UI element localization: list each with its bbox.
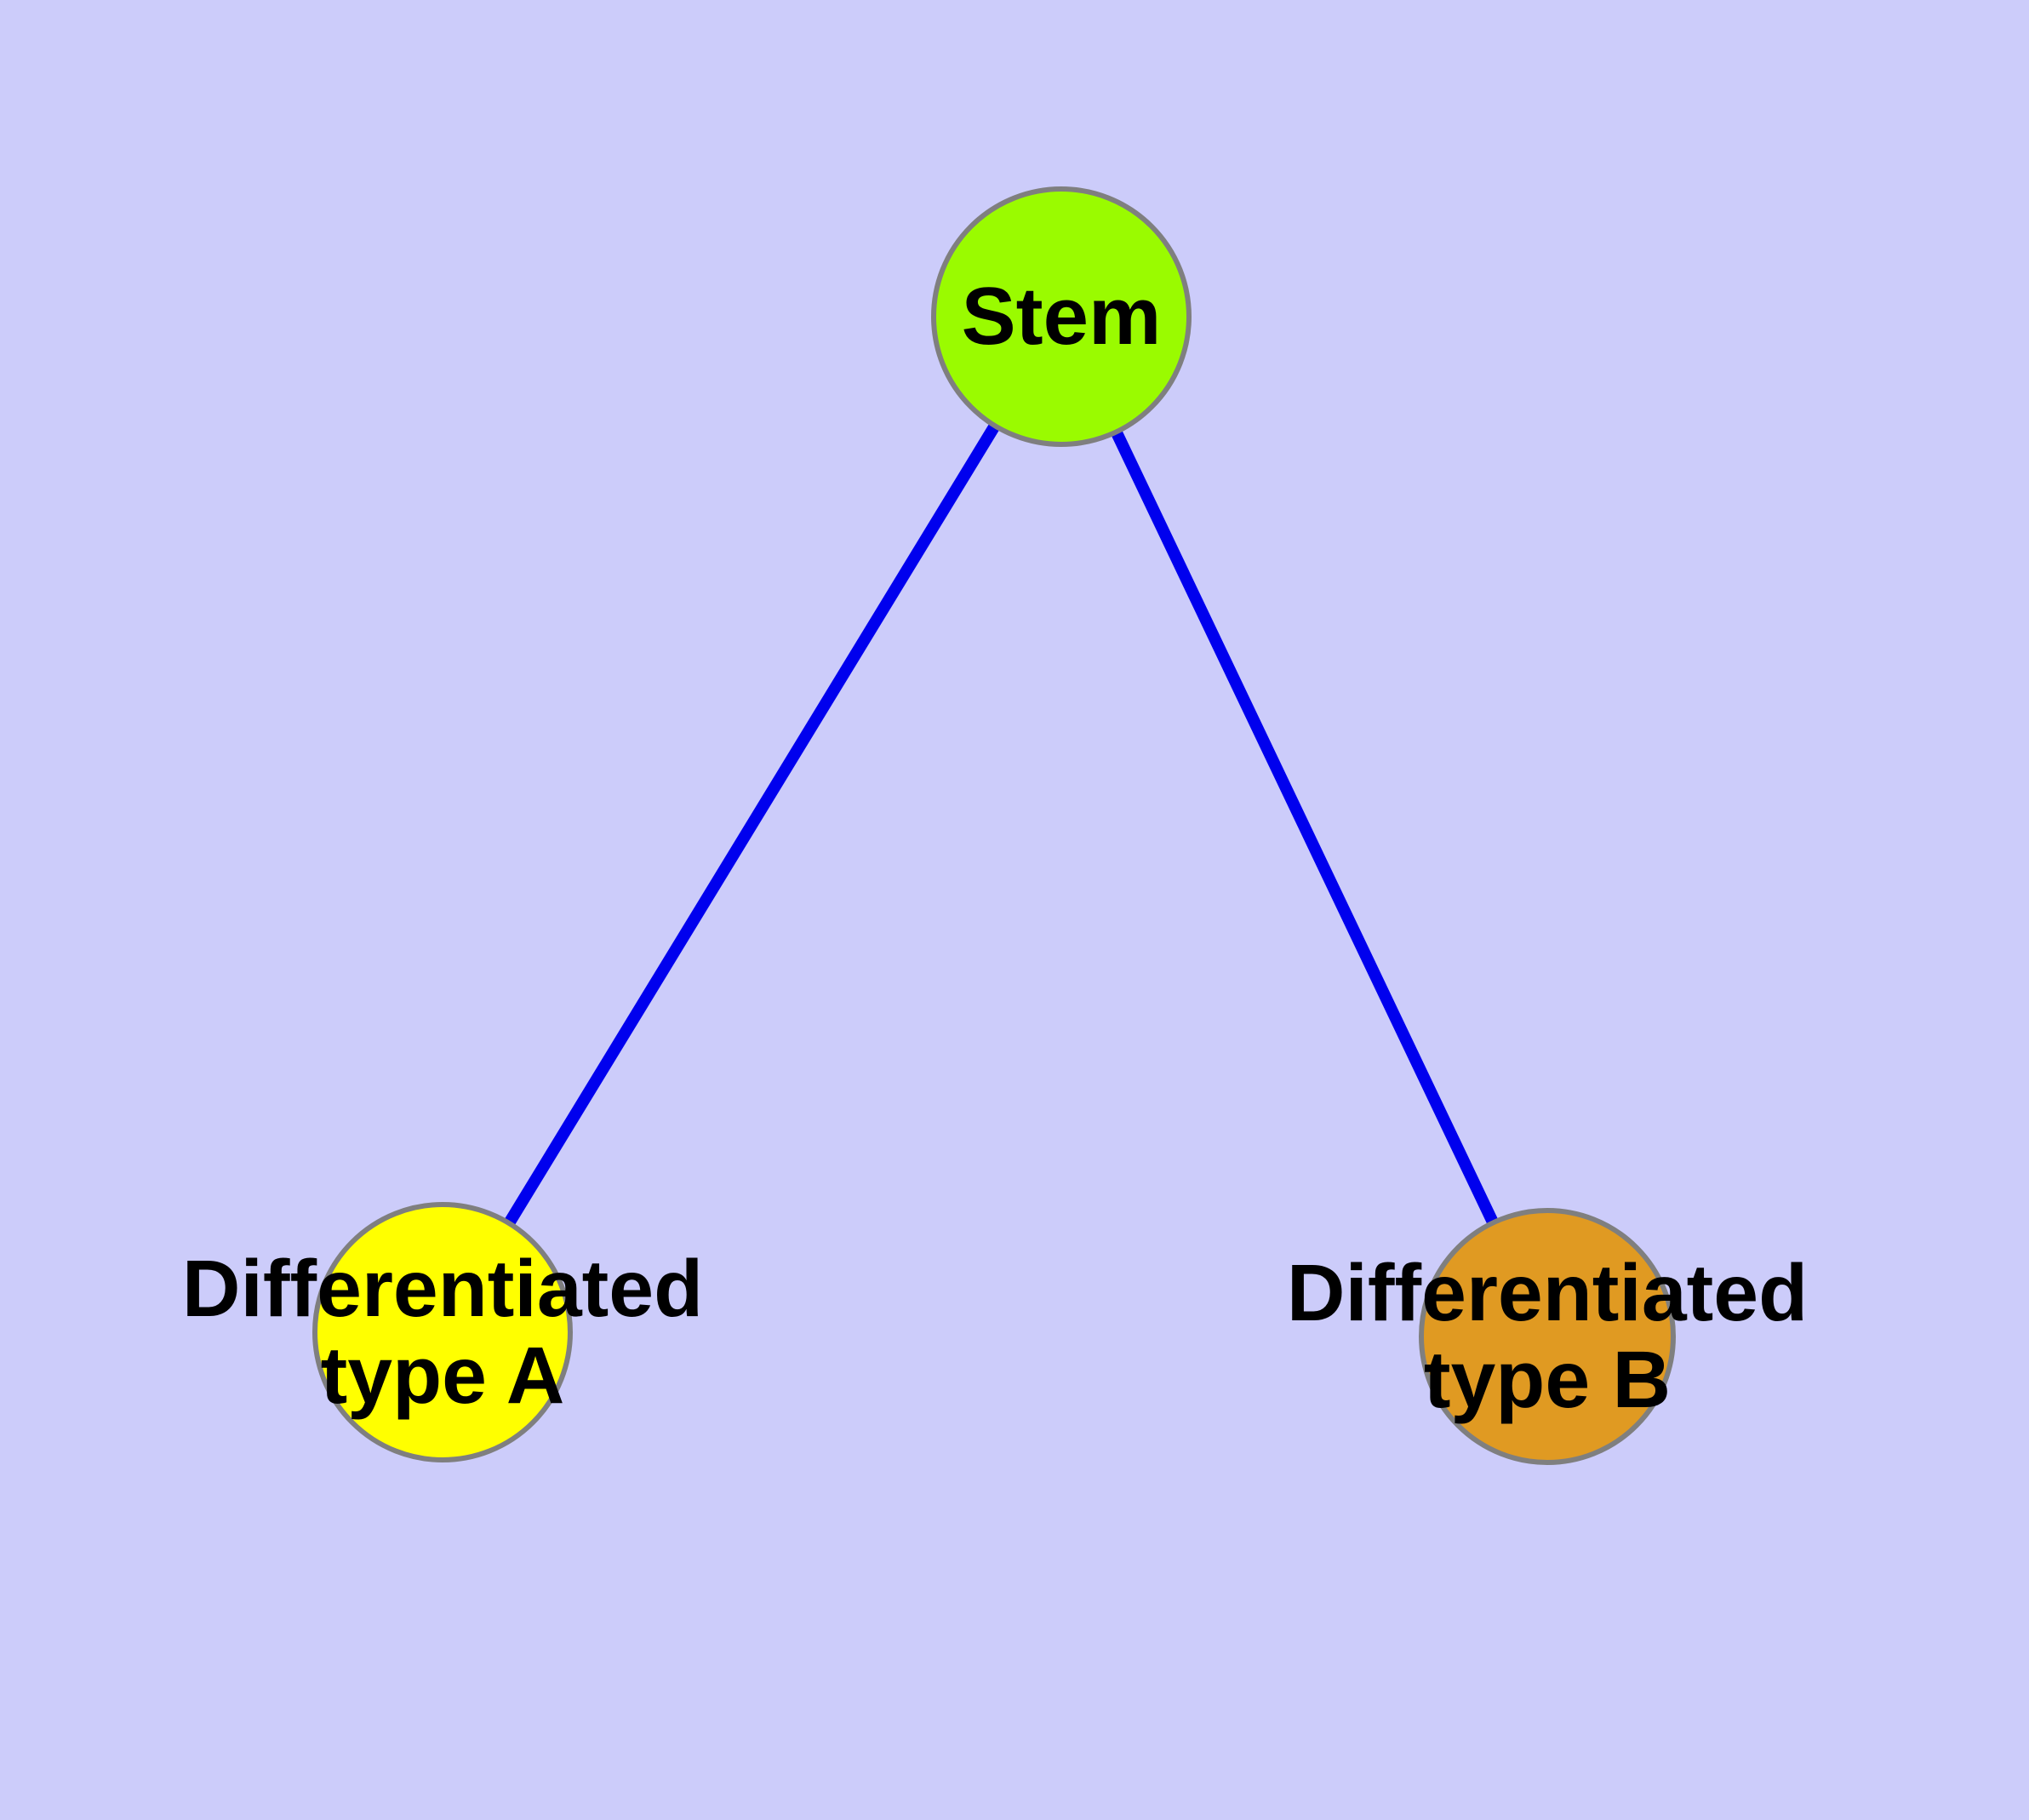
edge-stem-to-differentiated-b[interactable] <box>1055 313 1553 1340</box>
node-stem[interactable] <box>931 186 1192 447</box>
node-differentiated-type-b[interactable] <box>1419 1208 1676 1465</box>
node-differentiated-type-a[interactable] <box>312 1202 573 1462</box>
edge-stem-to-differentiated-a[interactable] <box>437 313 1066 1336</box>
